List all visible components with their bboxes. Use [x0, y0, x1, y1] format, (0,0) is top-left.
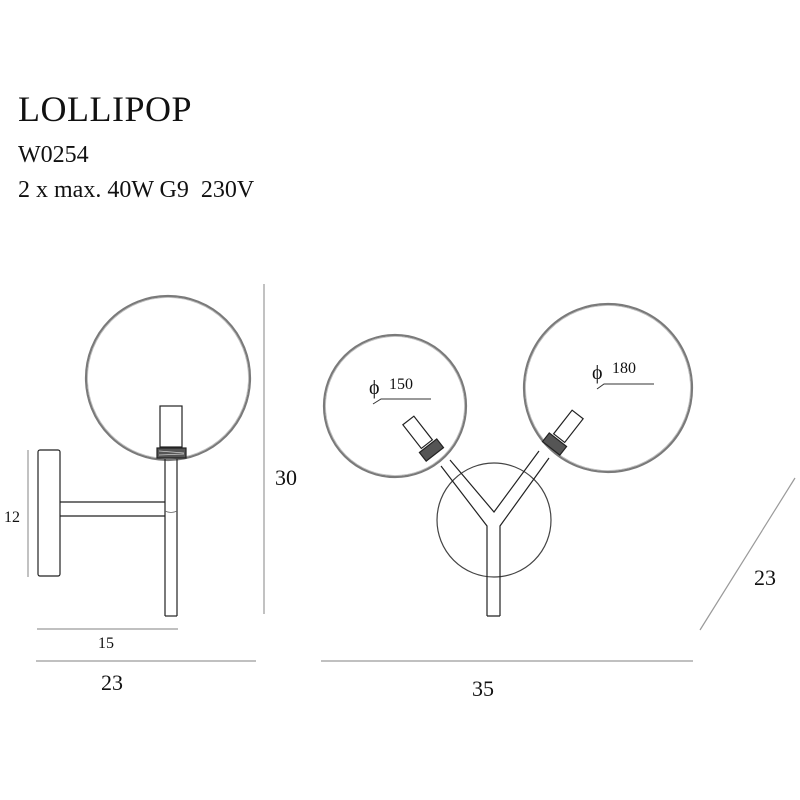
- label-depth-23: 23: [101, 670, 123, 695]
- side-socket: [156, 447, 187, 459]
- front-y-frame: [440, 457, 550, 617]
- front-bulb-right: [552, 409, 584, 444]
- front-canopy: [436, 462, 552, 578]
- side-view: [27, 284, 265, 662]
- label-arm-15: 15: [98, 635, 114, 652]
- side-bulb: [159, 405, 183, 448]
- side-globe-shade: [84, 294, 252, 462]
- product-name: LOLLIPOP: [18, 89, 192, 129]
- label-front-depth-23: 23: [754, 565, 776, 590]
- front-shade-180: [522, 302, 694, 474]
- leader-180: [596, 383, 654, 390]
- product-code: W0254: [18, 142, 89, 168]
- label-diameter-180: 180: [612, 360, 636, 377]
- diameter-symbol-150: ϕ: [369, 377, 380, 399]
- product-spec: 2 x max. 40W G9 230V: [18, 177, 255, 203]
- front-shade-150: [322, 333, 468, 479]
- side-wall-plate: [37, 449, 61, 577]
- front-view: [321, 302, 796, 662]
- label-diameter-150: 150: [389, 376, 413, 393]
- dim-front-depth: [699, 477, 796, 631]
- label-plate-12: 12: [4, 509, 20, 526]
- label-width-35: 35: [472, 676, 494, 701]
- front-bulb-left: [402, 415, 434, 450]
- label-height-30: 30: [275, 465, 297, 490]
- front-socket-left: [418, 438, 445, 462]
- diameter-symbol-180: ϕ: [592, 362, 603, 384]
- front-socket-right: [541, 432, 568, 456]
- leader-150: [372, 398, 431, 405]
